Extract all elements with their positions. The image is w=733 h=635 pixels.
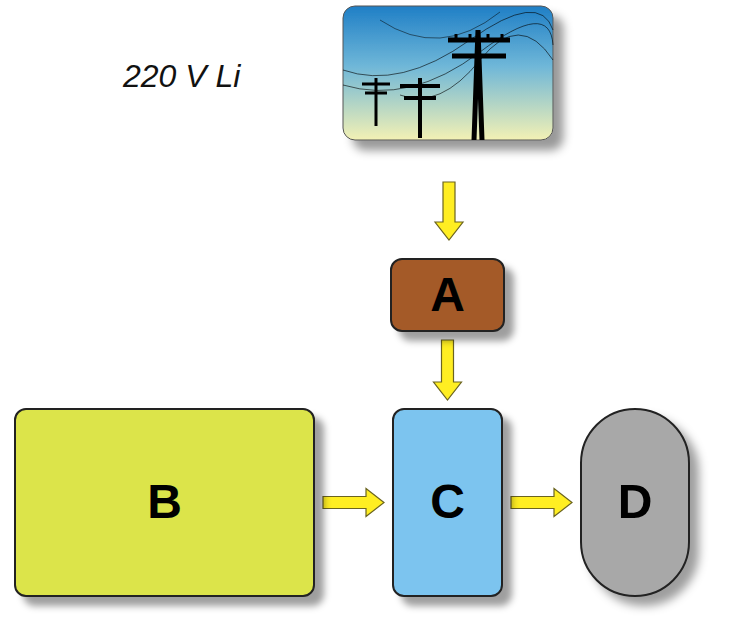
source-box: B	[14, 408, 315, 597]
node-letter: D	[618, 476, 653, 529]
converter-box: A	[390, 258, 505, 332]
controller-box: C	[392, 408, 503, 597]
load-shape: D	[580, 408, 690, 597]
node-letter: B	[147, 476, 182, 529]
voltage-label: 220 V Li	[123, 58, 240, 95]
flow-arrow	[434, 340, 462, 400]
flow-arrow	[511, 489, 572, 517]
node-letter: A	[430, 269, 465, 322]
flow-arrow	[323, 489, 384, 517]
node-letter: C	[430, 476, 465, 529]
